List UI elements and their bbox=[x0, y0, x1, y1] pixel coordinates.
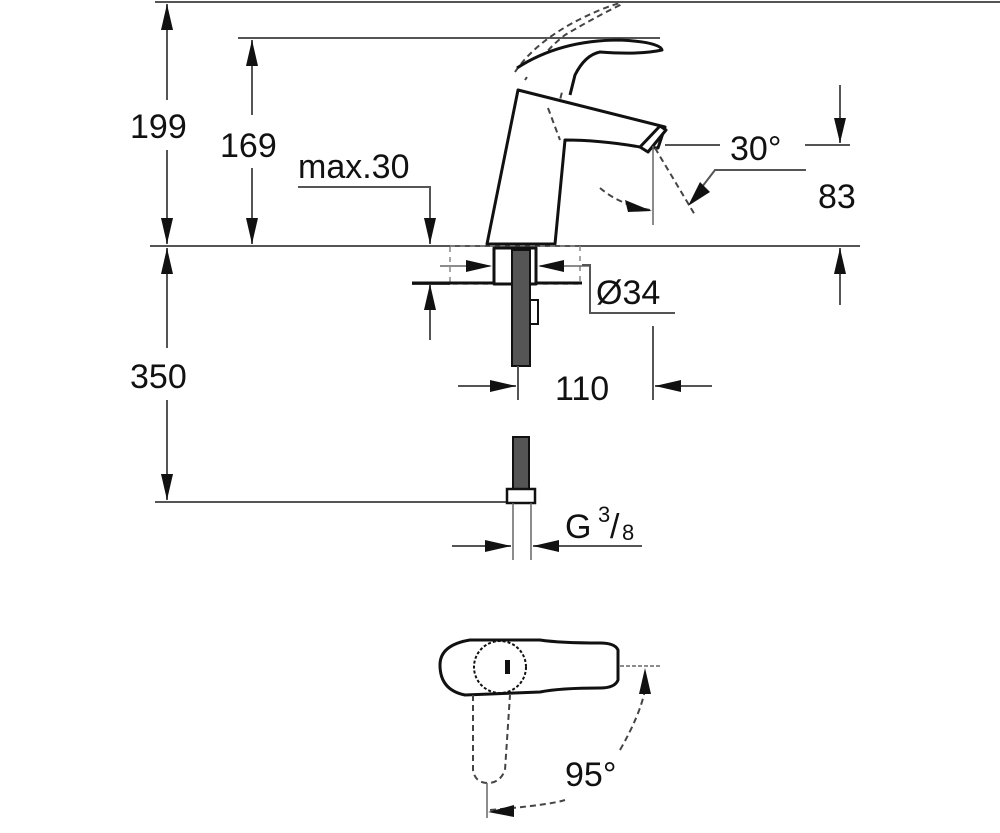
lever-top-outline bbox=[438, 638, 620, 697]
dimension-199: 199 bbox=[130, 4, 187, 244]
label-30deg: 30° bbox=[730, 130, 781, 168]
mounting-assembly bbox=[412, 245, 590, 367]
rotated-lever-outline bbox=[472, 694, 511, 785]
raised-lever-outline bbox=[514, 2, 622, 81]
svg-text:/: / bbox=[610, 508, 620, 546]
label-thread-numerator: 3 bbox=[598, 502, 610, 527]
label-199: 199 bbox=[130, 108, 187, 146]
dimension-169: 169 bbox=[220, 40, 277, 244]
hose-connector: G 3 / 8 bbox=[452, 436, 642, 560]
label-169: 169 bbox=[220, 127, 277, 165]
dimension-110: 110 bbox=[458, 326, 712, 408]
label-max30: max.30 bbox=[298, 148, 410, 186]
dimension-30deg: 30° bbox=[599, 130, 806, 225]
faucet-body bbox=[485, 88, 667, 246]
dimension-83: 83 bbox=[805, 85, 856, 305]
dimension-350: 350 bbox=[130, 248, 187, 500]
dimension-max30: max.30 bbox=[298, 148, 450, 340]
aerator bbox=[638, 124, 668, 154]
label-thread-g: G bbox=[565, 508, 591, 546]
label-83: 83 bbox=[818, 178, 856, 216]
faucet-top-view: 95° bbox=[438, 638, 660, 818]
label-95deg: 95° bbox=[565, 756, 616, 794]
faucet-side-view bbox=[485, 2, 668, 246]
label-diameter-34: Ø34 bbox=[596, 274, 660, 312]
lever-handle bbox=[516, 38, 664, 96]
supply-hose bbox=[511, 249, 531, 367]
label-350: 350 bbox=[130, 358, 187, 396]
label-thread-denominator: 8 bbox=[622, 520, 634, 545]
dimension-diameter-34: Ø34 bbox=[582, 264, 675, 314]
label-110: 110 bbox=[555, 370, 609, 408]
